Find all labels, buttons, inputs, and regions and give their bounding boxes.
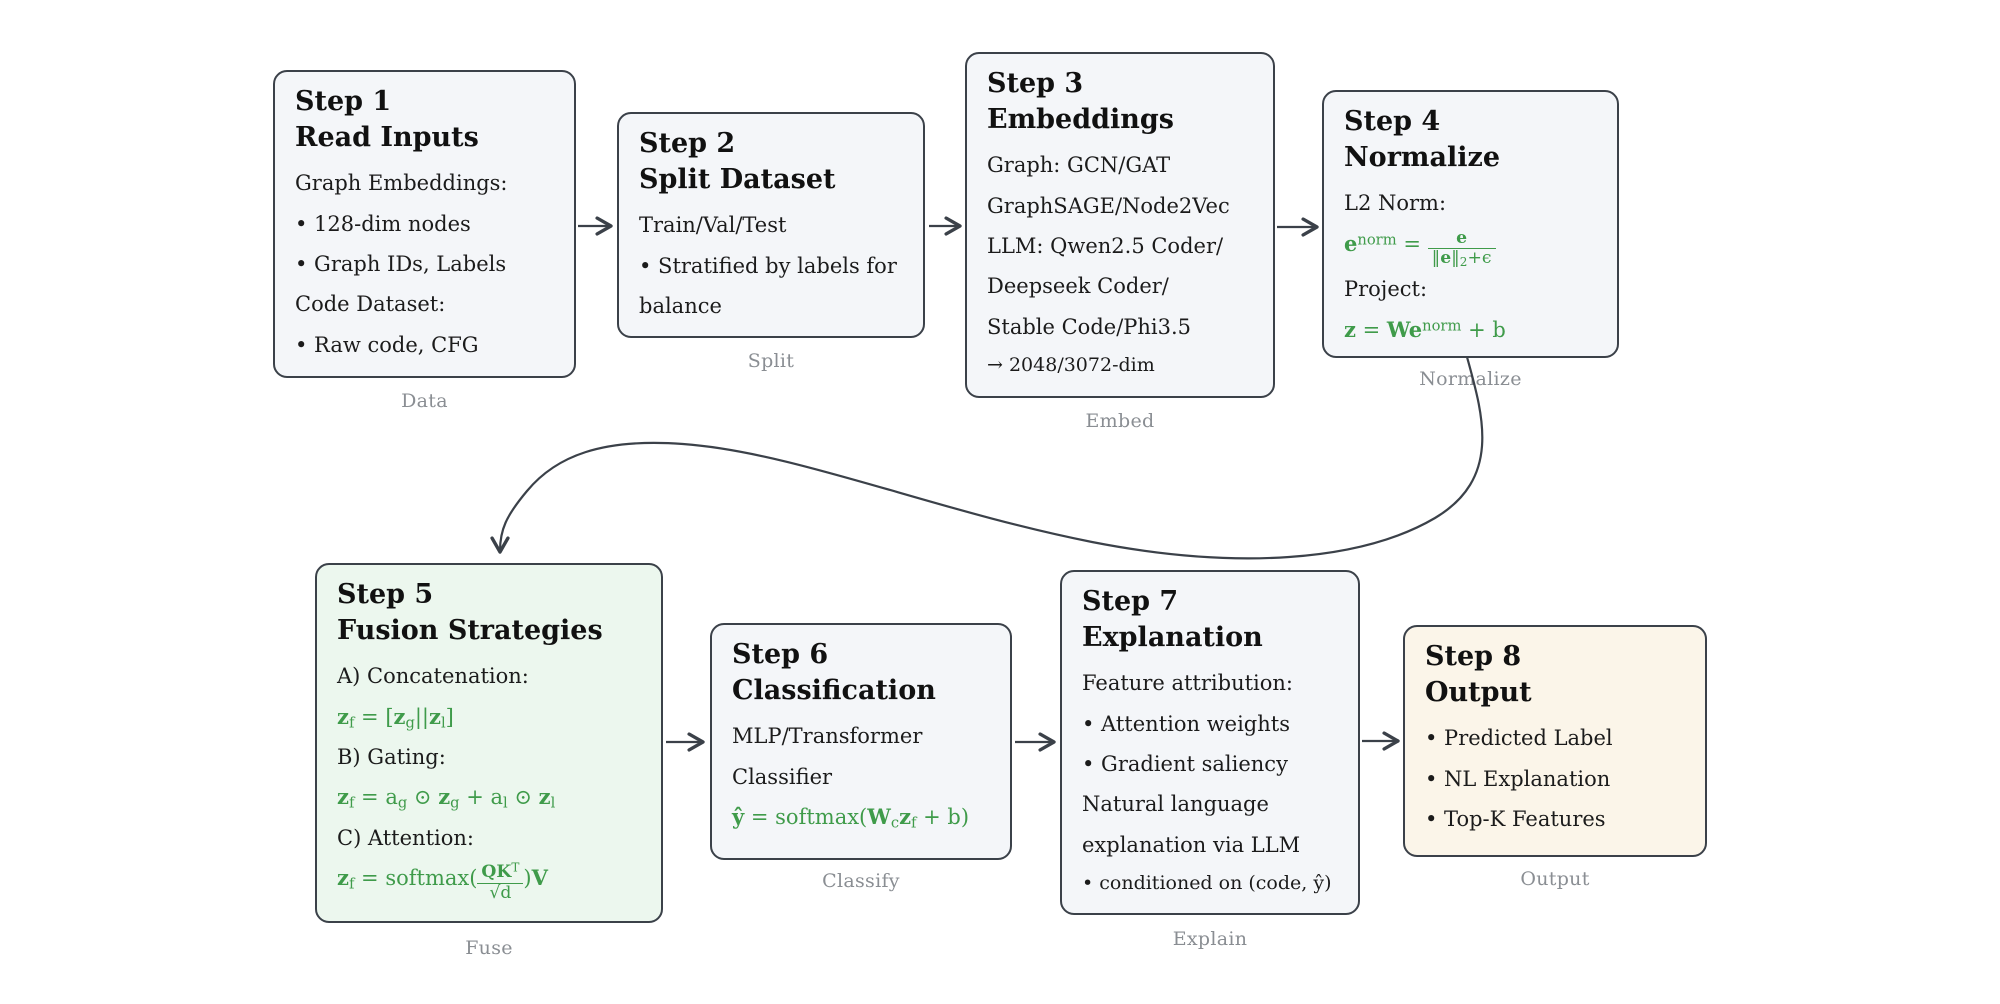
step-5-title-line2: Fusion Strategies: [337, 614, 603, 646]
step-5-text-line: A) Concatenation:: [337, 664, 529, 689]
step-4-box: Step 4 Normalize L2 Norm: enorm = e‖e‖2+…: [1322, 90, 1619, 358]
step-6-softmax-formula: ŷ = softmax(Wczf + b): [732, 803, 970, 832]
step-7-title: Step 7 Explanation: [1082, 584, 1338, 655]
step-3-title-line1: Step 3: [987, 68, 1084, 99]
step-4-text-line: Project:: [1344, 277, 1428, 302]
step-7-text-line: explanation via LLM: [1082, 832, 1301, 857]
step-5-attention-formula: zf = softmax(QKT√d)V: [337, 860, 548, 903]
step-7-bullet-line: • Attention weights: [1082, 711, 1290, 736]
step-5-gating-formula: zf = ag ⊙ zg + al ⊙ zl: [337, 784, 556, 812]
step-1-title: Step 1 Read Inputs: [295, 84, 554, 155]
step-5-text-line: B) Gating:: [337, 744, 446, 769]
step-6-title-line1: Step 6: [732, 639, 829, 670]
step-7-title-line2: Explanation: [1082, 621, 1263, 653]
step-4-caption: Normalize: [1419, 368, 1522, 390]
step-3-title-line2: Embeddings: [987, 103, 1174, 135]
step-2-box: Step 2 Split Dataset Train/Val/Test • St…: [617, 112, 925, 338]
step-1-bullet-line: • Raw code, CFG: [295, 332, 479, 357]
step-7-title-line1: Step 7: [1082, 586, 1179, 617]
step-6-text-line: Classifier: [732, 764, 833, 789]
step-7-box: Step 7 Explanation Feature attribution: …: [1060, 570, 1360, 915]
step-2-title-line2: Split Dataset: [639, 163, 836, 195]
step-8-bullet-line: • NL Explanation: [1425, 766, 1611, 791]
step-6-title-line2: Classification: [732, 674, 936, 706]
step-3-box: Step 3 Embeddings Graph: GCN/GAT GraphSA…: [965, 52, 1275, 398]
step-1-title-line1: Step 1: [295, 86, 392, 117]
step-3-text-line: Graph: GCN/GAT: [987, 153, 1171, 178]
step-2-title-line1: Step 2: [639, 128, 736, 159]
step-6-text-line: MLP/Transformer: [732, 724, 923, 749]
step-2-title: Step 2 Split Dataset: [639, 126, 903, 197]
step-3-text-line: Stable Code/Phi3.5: [987, 314, 1192, 339]
step-3-text-line: LLM: Qwen2.5 Coder/: [987, 233, 1224, 258]
step-5-text-line: C) Attention:: [337, 825, 474, 850]
step-5-box: Step 5 Fusion Strategies A) Concatenatio…: [315, 563, 663, 923]
step-8-title: Step 8 Output: [1425, 639, 1685, 710]
step-1-bullet-line: • 128-dim nodes: [295, 211, 471, 236]
step-7-text-line: Natural language: [1082, 792, 1269, 817]
step-4-text-line: L2 Norm:: [1344, 191, 1447, 216]
step-1-text-line: Graph Embeddings:: [295, 171, 508, 196]
step-5-title: Step 5 Fusion Strategies: [337, 577, 641, 648]
step-7-bullet-line: • conditioned on (code, ŷ): [1082, 871, 1332, 894]
step-1-text-line: Code Dataset:: [295, 292, 446, 317]
step-3-text-line: GraphSAGE/Node2Vec: [987, 193, 1230, 218]
step-3-caption: Embed: [1085, 410, 1155, 432]
step-4-title-line1: Step 4: [1344, 106, 1441, 137]
step-4-l2norm-formula: enorm = e‖e‖2+ϵ: [1344, 224, 1597, 270]
step-8-bullet-line: • Top-K Features: [1425, 806, 1606, 831]
step-8-caption: Output: [1520, 868, 1590, 890]
step-7-caption: Explain: [1172, 928, 1248, 950]
step-5-caption: Fuse: [465, 937, 513, 959]
step-8-title-line2: Output: [1425, 676, 1532, 708]
step-8-bullet-line: • Predicted Label: [1425, 726, 1613, 751]
step-2-bullet-line: • Stratified by labels for balance: [639, 253, 897, 318]
step-7-bullet-line: • Gradient saliency: [1082, 751, 1288, 776]
step-1-caption: Data: [401, 390, 448, 412]
step-4-projection-formula: z = Wenorm + b: [1344, 316, 1506, 342]
step-4-title: Step 4 Normalize: [1344, 104, 1597, 175]
step-3-dim-line: → 2048/3072-dim: [987, 353, 1155, 376]
step-5-title-line1: Step 5: [337, 579, 434, 610]
step-1-box: Step 1 Read Inputs Graph Embeddings: • 1…: [273, 70, 576, 378]
step-3-title: Step 3 Embeddings: [987, 66, 1253, 137]
step-6-caption: Classify: [822, 870, 900, 892]
step-4-title-line2: Normalize: [1344, 141, 1501, 173]
step-2-caption: Split: [747, 350, 795, 372]
step-1-title-line2: Read Inputs: [295, 121, 479, 153]
step-6-box: Step 6 Classification MLP/Transformer Cl…: [710, 623, 1012, 860]
step-7-text-line: Feature attribution:: [1082, 671, 1293, 696]
step-3-text-line: Deepseek Coder/: [987, 274, 1169, 299]
step-6-title: Step 6 Classification: [732, 637, 990, 708]
step-8-title-line1: Step 8: [1425, 641, 1522, 672]
step-5-concat-formula: zf = [zg||zl]: [337, 703, 454, 732]
step-8-box: Step 8 Output • Predicted Label • NL Exp…: [1403, 625, 1707, 857]
step-1-bullet-line: • Graph IDs, Labels: [295, 251, 507, 276]
step-2-text-line: Train/Val/Test: [639, 213, 787, 238]
